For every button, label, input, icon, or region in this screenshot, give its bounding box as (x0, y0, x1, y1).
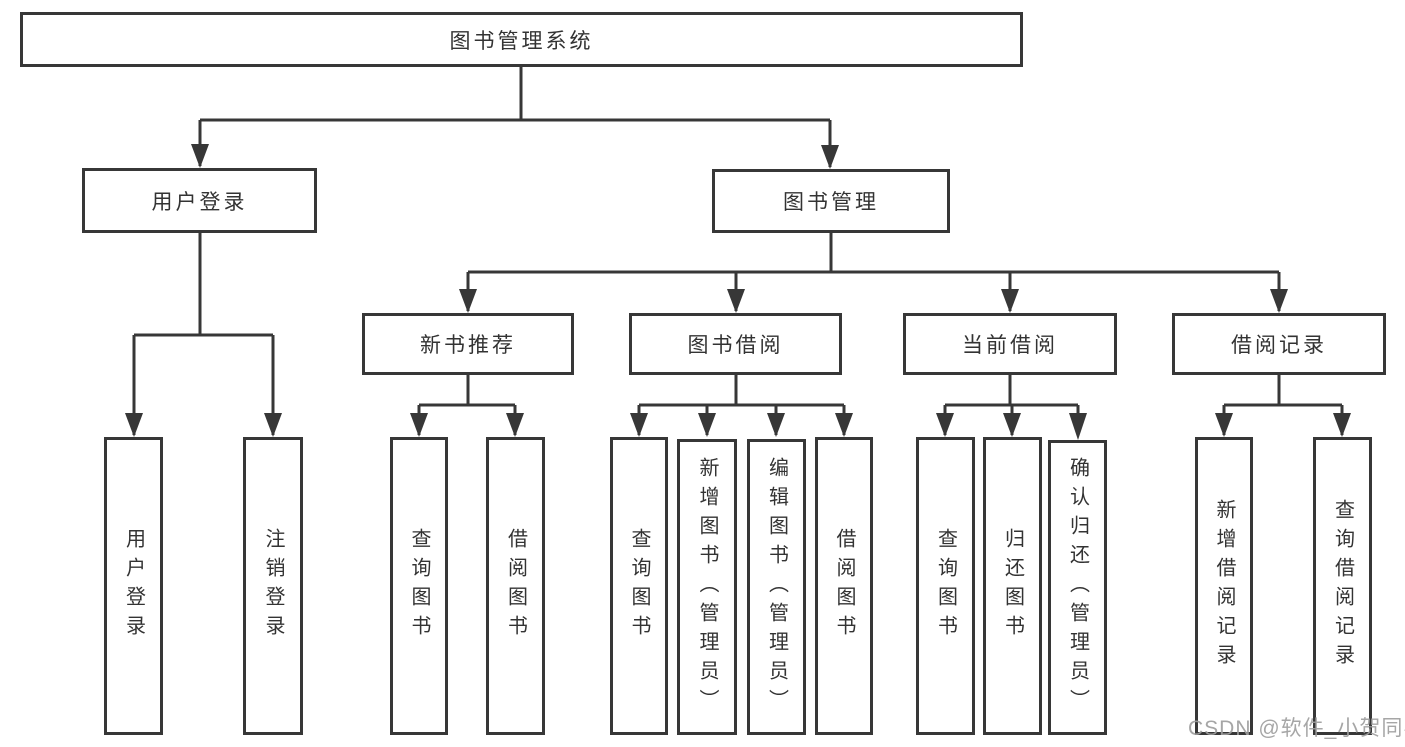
arrowhead-icon (1215, 413, 1233, 437)
arrowhead-icon (191, 144, 209, 168)
arrowheads (125, 144, 1351, 440)
connector-line (132, 67, 1344, 435)
leaf-query-books-2-label: 查询图书 (628, 528, 650, 644)
node-current-borrow: 当前借阅 (903, 313, 1117, 375)
arrowhead-icon (767, 413, 785, 437)
leaf-edit-books-admin: 编辑图书（管理员） (747, 439, 806, 735)
arrowhead-icon (125, 413, 143, 437)
leaf-add-books-admin-label: 新增图书（管理员） (696, 456, 718, 718)
node-library-system: 图书管理系统 (20, 12, 1023, 67)
leaf-query-books-1: 查询图书 (390, 437, 448, 735)
leaf-query-books-3-label: 查询图书 (934, 528, 957, 644)
arrowhead-icon (821, 145, 839, 169)
node-new-book-recommend-label: 新书推荐 (420, 334, 516, 357)
arrowhead-icon (1069, 413, 1087, 440)
arrowhead-icon (936, 413, 954, 437)
leaf-query-borrow-record-label: 查询借阅记录 (1331, 499, 1354, 673)
leaf-add-borrow-record-label: 新增借阅记录 (1213, 499, 1235, 673)
node-borrow-records: 借阅记录 (1172, 313, 1386, 375)
leaf-add-borrow-record: 新增借阅记录 (1195, 437, 1253, 735)
arrowhead-icon (835, 413, 853, 437)
node-new-book-recommend: 新书推荐 (362, 313, 574, 375)
arrowhead-icon (630, 413, 648, 437)
leaf-edit-books-admin-label: 编辑图书（管理员） (765, 456, 788, 718)
arrowhead-icon (1001, 289, 1019, 313)
connector-lines (132, 67, 1344, 435)
leaf-return-books-label: 归还图书 (1001, 528, 1024, 644)
leaf-logout-label: 注销登录 (262, 528, 284, 644)
arrowhead-icon (1003, 413, 1021, 437)
arrowhead-icon (459, 289, 477, 313)
node-library-system-label: 图书管理系统 (449, 29, 594, 53)
arrowhead-icon (1333, 413, 1351, 437)
node-borrow-records-label: 借阅记录 (1231, 334, 1327, 357)
leaf-borrow-books-2-label: 借阅图书 (833, 528, 855, 644)
node-book-borrow: 图书借阅 (629, 313, 842, 375)
arrowhead-icon (698, 413, 716, 437)
node-user-login-label: 用户登录 (151, 190, 248, 214)
leaf-return-books: 归还图书 (983, 437, 1042, 735)
leaf-confirm-return-admin: 确认归还（管理员） (1048, 440, 1107, 735)
arrowhead-icon (727, 289, 745, 313)
leaf-borrow-books-1-label: 借阅图书 (504, 528, 527, 644)
leaf-confirm-return-admin-label: 确认归还（管理员） (1066, 457, 1089, 718)
node-user-login: 用户登录 (82, 168, 317, 233)
leaf-borrow-books-2: 借阅图书 (815, 437, 873, 735)
leaf-user-login: 用户登录 (104, 437, 163, 735)
arrowhead-icon (264, 413, 282, 437)
arrowhead-icon (1270, 289, 1288, 313)
leaf-logout: 注销登录 (243, 437, 303, 735)
leaf-add-books-admin: 新增图书（管理员） (677, 439, 737, 735)
arrowhead-icon (410, 413, 428, 437)
arrowhead-icon (506, 413, 524, 437)
leaf-borrow-books-1: 借阅图书 (486, 437, 545, 735)
node-book-borrow-label: 图书借阅 (687, 334, 784, 357)
leaf-query-books-3: 查询图书 (916, 437, 975, 735)
leaf-query-books-1-label: 查询图书 (408, 528, 430, 644)
leaf-query-borrow-record: 查询借阅记录 (1313, 437, 1372, 735)
node-current-borrow-label: 当前借阅 (962, 334, 1058, 357)
leaf-user-login-label: 用户登录 (122, 528, 145, 644)
leaf-query-books-2: 查询图书 (610, 437, 668, 735)
node-book-management: 图书管理 (712, 169, 950, 233)
node-book-management-label: 图书管理 (783, 191, 879, 214)
watermark: CSDN @软件_小贺同学 (1188, 717, 1405, 740)
